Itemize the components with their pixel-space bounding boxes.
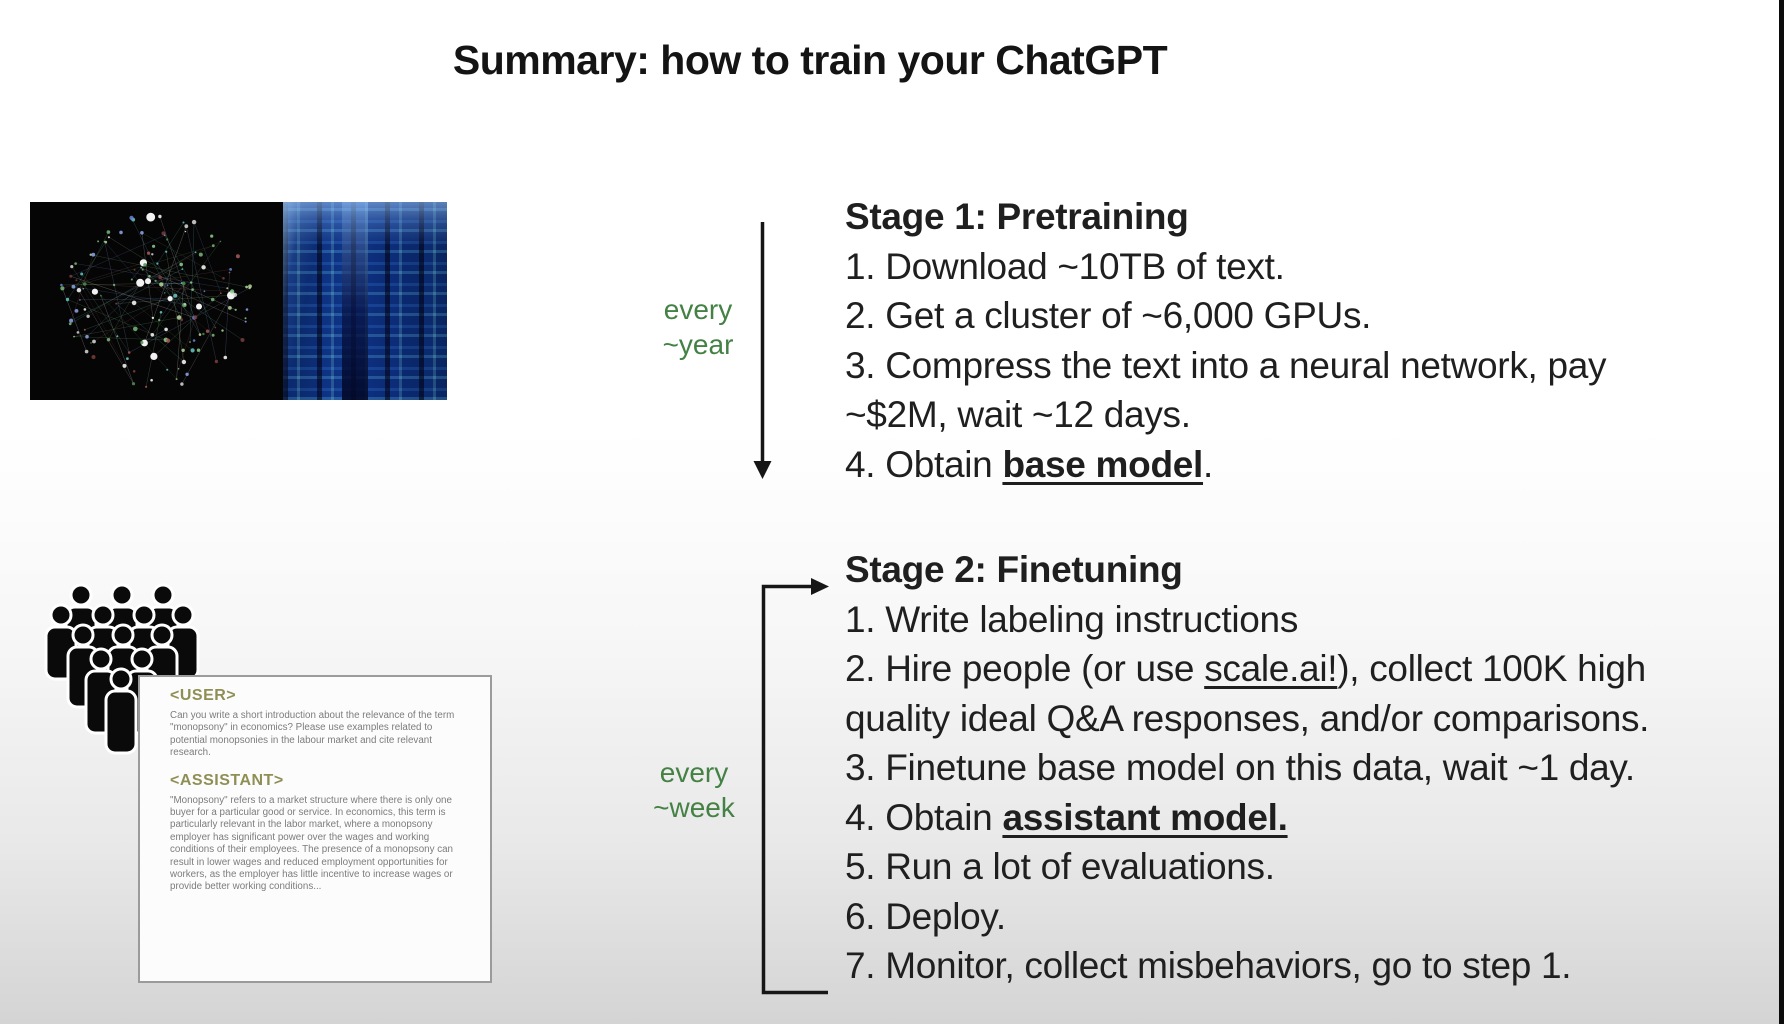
assistant-tag: <ASSISTANT> <box>170 771 284 789</box>
page-title: Summary: how to train your ChatGPT <box>452 37 1168 84</box>
every-week-label-line1: every <box>659 757 729 788</box>
text-line: ~$2M, wait ~12 days. <box>845 394 1191 435</box>
stage1-pretraining-text: Stage 1: Pretraining 1. Download ~10TB of… <box>845 192 1607 489</box>
user-prompt-text: Can you write a short introduction about… <box>170 710 455 759</box>
user-tag: <USER> <box>170 687 237 704</box>
text-line: 4. Obtain base model. <box>845 443 1213 485</box>
stage2-finetuning-text: Stage 2: Finetuning 1. Write labeling ins… <box>845 545 1649 991</box>
internet-map-image <box>30 202 283 400</box>
text-line: Stage 2: Finetuning <box>845 549 1183 590</box>
text-line: 3. Compress the text into a neural netwo… <box>845 344 1607 386</box>
every-year-label-line1: every <box>663 294 733 325</box>
text-line: 5. Run a lot of evaluations. <box>845 846 1275 887</box>
text-line: 2. Get a cluster of ~6,000 GPUs. <box>845 295 1372 336</box>
text-line: 6. Deploy. <box>845 895 1006 937</box>
text-line: quality ideal Q&A responses, and/or comp… <box>845 697 1650 739</box>
crowd-icon <box>44 583 200 755</box>
every-week-label-line2: ~week <box>653 792 735 823</box>
text-line: 7. Monitor, collect misbehaviors, go to … <box>845 945 1572 986</box>
text-line: 1. Download ~10TB of text. <box>845 245 1285 287</box>
loop-arrow-weekly <box>761 578 829 995</box>
assistant-response-text: "Monopsony" refers to a market structure… <box>170 794 454 893</box>
labeling-example-document: <USER> Can you write a short introductio… <box>138 675 492 983</box>
every-year-label-line2: ~year <box>662 329 734 360</box>
text-line: 2. Hire people (or use scale.ai!), colle… <box>845 648 1646 689</box>
gpu-cluster-image <box>283 202 447 400</box>
server-aisle <box>342 202 369 400</box>
pretraining-illustration <box>30 202 447 400</box>
text-line: 1. Write labeling instructions <box>845 598 1299 640</box>
every-week-label: every ~week <box>645 755 743 825</box>
every-year-label: every ~year <box>650 292 746 362</box>
video-frame-right-edge <box>1779 0 1784 1024</box>
down-arrow-yearly <box>753 222 772 479</box>
text-line: Stage 1: Pretraining <box>845 196 1189 237</box>
text-line: 4. Obtain assistant model. <box>845 796 1288 838</box>
text-line: 3. Finetune base model on this data, wai… <box>845 747 1635 788</box>
